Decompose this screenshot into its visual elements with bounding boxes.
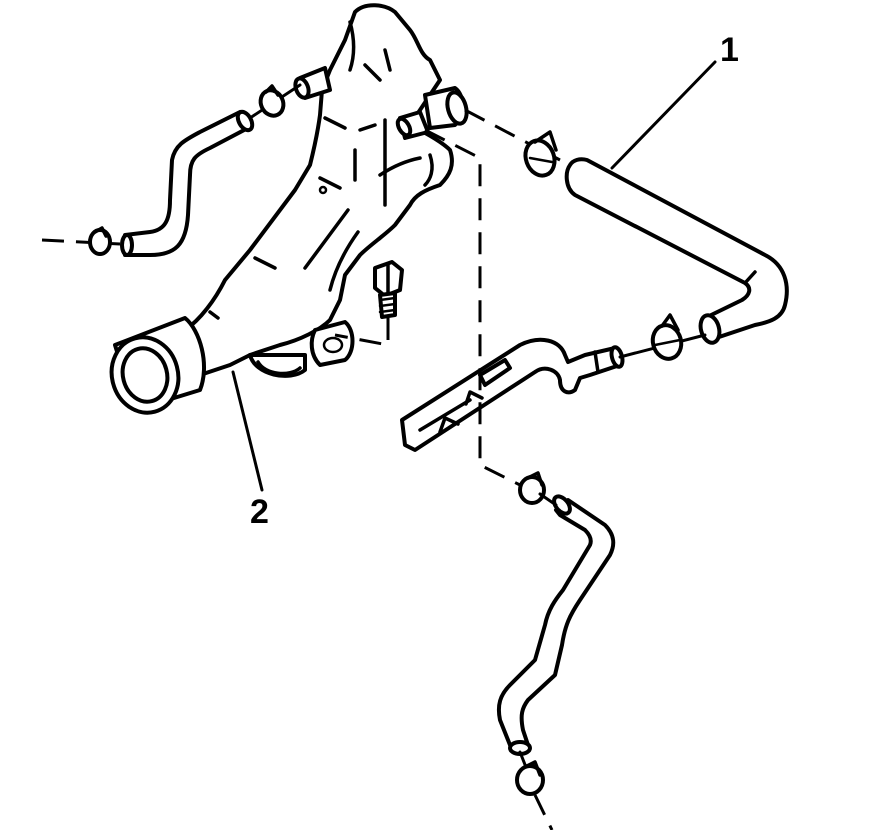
callout-2-leader [231, 370, 264, 492]
hose-clamp [650, 313, 684, 361]
callout-1-leader [610, 60, 717, 170]
hose-clamp [515, 760, 545, 796]
lower-hose-alignment-line [424, 128, 521, 487]
mounting-bolt [373, 260, 404, 319]
lower-heater-hose [496, 494, 616, 756]
outlet-neck [109, 316, 207, 415]
hose-clamp [258, 84, 286, 118]
callout-label-1: 1 [720, 31, 739, 69]
bolt-alignment-line [334, 318, 390, 347]
water-outlet-housing [109, 3, 469, 415]
left-hose-alignment-line [41, 238, 121, 246]
lower-hose-top-connect [538, 492, 558, 507]
callout-label-2: 2 [250, 493, 269, 531]
hose-clamp [523, 130, 558, 178]
hose-clamp [518, 471, 546, 505]
hose-clamp [88, 226, 112, 256]
coolant-pipe [400, 337, 625, 452]
upper-radiator-hose [564, 157, 789, 345]
lower-hose-exit-line [533, 794, 554, 830]
left-bypass-hose [120, 109, 255, 257]
